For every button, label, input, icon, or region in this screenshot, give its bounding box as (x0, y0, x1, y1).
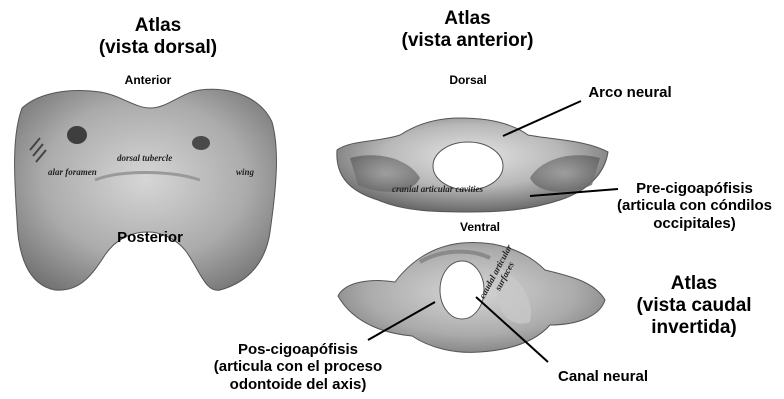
title-caudal-line1: Atlas (624, 273, 764, 295)
arco-neural-line (503, 101, 581, 136)
title-anterior-line2: (vista anterior) (395, 30, 540, 52)
pre-cigoapofisis-label: Pre-cigoapófisis (articula con cóndilos … (612, 180, 777, 232)
pre-cigo-line1: Pre-cigoapófisis (612, 180, 777, 197)
dorsal-tubercle-text: dorsal tubercle (117, 153, 172, 163)
pos-cigo-line1: Pos-cigoapófisis (198, 341, 398, 358)
dorsal-posterior-label: Posterior (100, 229, 200, 246)
pre-cigo-line2: (articula con cóndilos (612, 197, 777, 214)
title-caudal: Atlas (vista caudal invertida) (624, 273, 764, 339)
arco-neural-label: Arco neural (575, 84, 685, 101)
canal-neural-label: Canal neural (543, 368, 663, 385)
wing-text: wing (236, 167, 254, 177)
pos-cigo-line2: (articula con el proceso (198, 358, 398, 375)
title-dorsal-line1: Atlas (98, 15, 218, 37)
title-anterior-line1: Atlas (395, 8, 540, 30)
title-dorsal: Atlas (vista dorsal) (98, 15, 218, 59)
title-caudal-line3: invertida) (624, 317, 764, 339)
atlas-anterior-view (337, 118, 608, 212)
pos-cigo-line3: odontoide del axis) (198, 376, 398, 393)
pos-cigoapofisis-label: Pos-cigoapófisis (articula con el proces… (198, 341, 398, 393)
cranial-articular-text: cranial articular cavities (392, 184, 483, 194)
atlas-caudal-view (338, 242, 605, 352)
anterior-dorsal-label: Dorsal (433, 74, 503, 88)
title-caudal-line2: (vista caudal (624, 295, 764, 317)
title-dorsal-line2: (vista dorsal) (98, 37, 218, 59)
alar-foramen-text: alar foramen (48, 167, 97, 177)
title-anterior: Atlas (vista anterior) (395, 8, 540, 52)
dorsal-anterior-label: Anterior (105, 74, 191, 88)
atlas-dorsal-view (15, 89, 277, 290)
anterior-ventral-label: Ventral (445, 221, 515, 235)
pre-cigo-line3: occipitales) (612, 215, 777, 232)
